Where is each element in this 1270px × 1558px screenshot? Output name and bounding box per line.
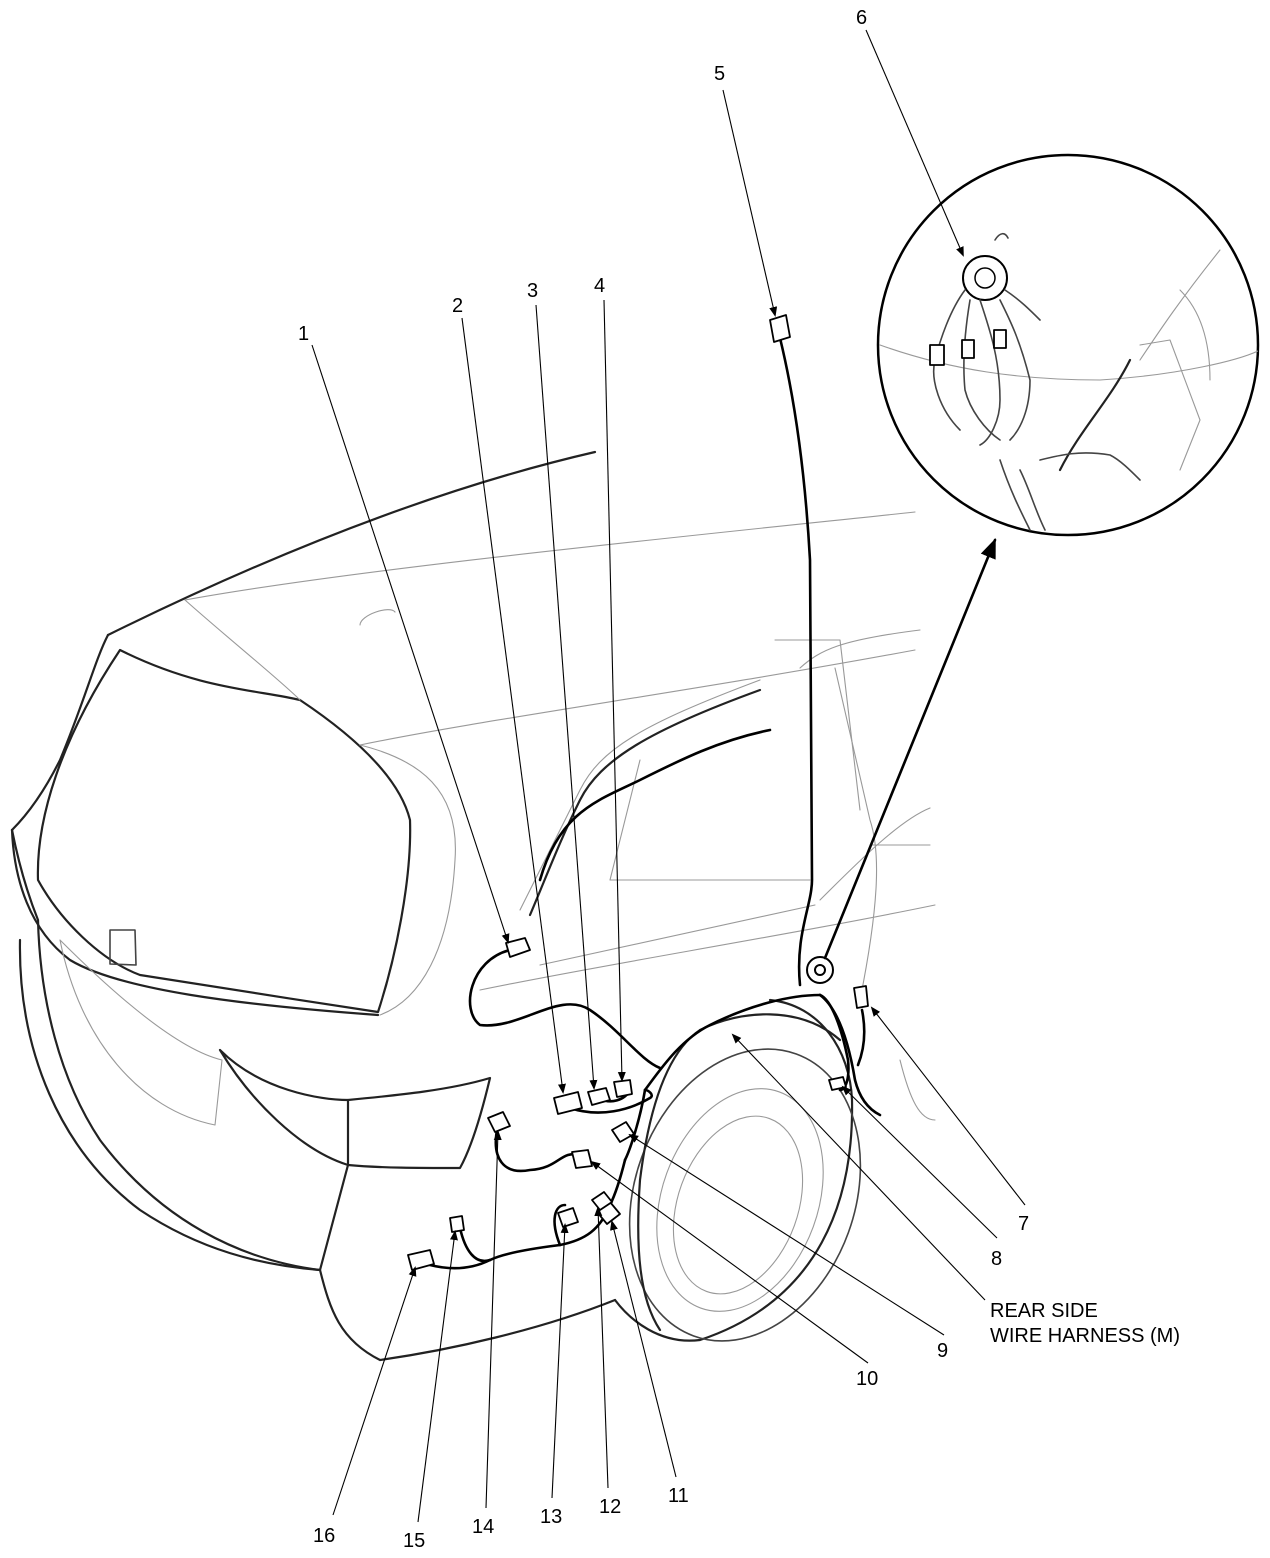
callout-13: 13 <box>540 1506 562 1528</box>
connector-1 <box>505 937 531 958</box>
callout-14: 14 <box>472 1516 494 1538</box>
connector-13 <box>557 1207 579 1228</box>
callout-10: 10 <box>856 1368 878 1390</box>
callout-16: 16 <box>313 1525 335 1547</box>
connector-2 <box>553 1091 583 1115</box>
detail-inset <box>876 153 1260 537</box>
callout-4: 4 <box>594 275 605 297</box>
callout-5: 5 <box>714 63 725 85</box>
callout-labels: 1 2 3 4 5 6 7 8 9 10 11 12 13 14 15 16 R… <box>298 7 1180 1552</box>
connector-5 <box>769 314 791 343</box>
harness-label-line2: WIRE HARNESS (M) <box>990 1325 1180 1347</box>
connector-9 <box>611 1121 635 1143</box>
leader-lines <box>311 29 1026 1523</box>
connector-7 <box>853 985 869 1009</box>
callout-9: 9 <box>937 1340 948 1362</box>
callout-15: 15 <box>403 1530 425 1552</box>
callout-3: 3 <box>527 280 538 302</box>
callout-6: 6 <box>856 7 867 29</box>
callout-12: 12 <box>599 1496 621 1518</box>
connector-10 <box>571 1149 593 1169</box>
connector-14 <box>487 1111 511 1133</box>
harness-label-line1: REAR SIDE <box>990 1300 1098 1322</box>
detail-arrow <box>823 538 997 960</box>
connector-16 <box>407 1249 435 1271</box>
connector-15 <box>449 1215 465 1233</box>
rear-side-wire-harness <box>428 336 882 1270</box>
callout-11: 11 <box>668 1485 689 1507</box>
callout-8: 8 <box>991 1248 1002 1270</box>
vehicle-body <box>10 450 936 1362</box>
connector-3 <box>587 1087 611 1106</box>
connector-4 <box>613 1079 633 1098</box>
callout-7: 7 <box>1018 1213 1029 1235</box>
callout-1: 1 <box>298 323 309 345</box>
callout-2: 2 <box>452 295 463 317</box>
